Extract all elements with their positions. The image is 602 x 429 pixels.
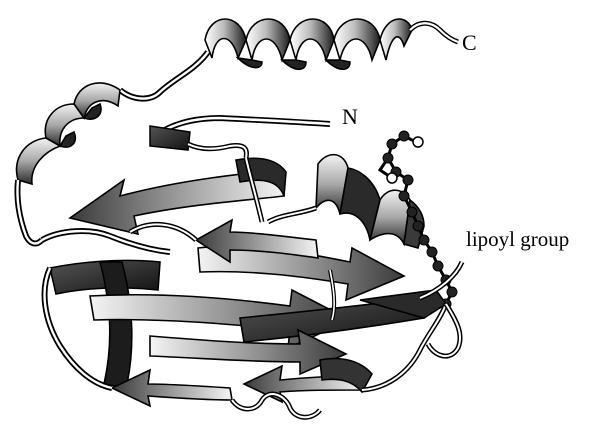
n-terminal-strand bbox=[150, 126, 190, 150]
beta-strand-bottom-left bbox=[112, 370, 232, 406]
connecting-coil-top bbox=[120, 52, 208, 99]
beta-strand-left-dark bbox=[50, 260, 160, 388]
n-terminus-label: N bbox=[342, 104, 358, 129]
lipoyl-group-label: lipoyl group bbox=[466, 227, 569, 251]
c-terminus-label: C bbox=[462, 30, 477, 55]
beta-strand-dark-right bbox=[240, 290, 446, 342]
left-helix bbox=[17, 83, 120, 184]
c-terminal-helix bbox=[205, 19, 412, 69]
